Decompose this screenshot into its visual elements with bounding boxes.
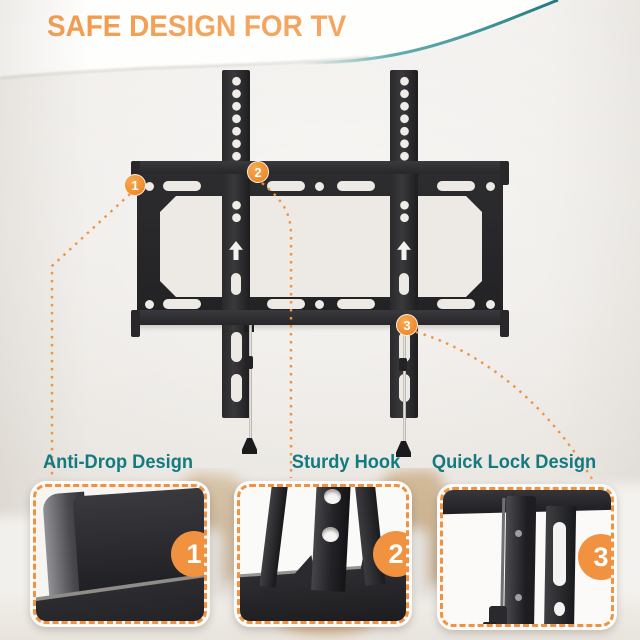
cord-buckle <box>399 358 407 371</box>
plate-slot <box>267 181 305 191</box>
feature-card-quick-lock: 3 <box>437 484 617 630</box>
plate-hole <box>145 181 154 191</box>
card-number-text: 3 <box>593 541 609 572</box>
cord-clasp <box>250 318 254 332</box>
badge-number: 1 <box>131 177 139 193</box>
rail-slot <box>230 332 242 362</box>
plate-top-lip <box>133 161 507 174</box>
feature-card-anti-drop: 1 <box>30 481 210 627</box>
feature-label-sturdy-hook: Sturdy Hook <box>291 452 401 473</box>
plate-slot <box>437 181 475 191</box>
feature-photo-quick-lock: 3 <box>440 487 614 627</box>
plate-slot <box>437 299 475 309</box>
card-number-text: 1 <box>186 538 202 569</box>
card-number-3: 3 <box>578 534 611 580</box>
rail-holes-right-top <box>399 75 409 163</box>
pull-cord-right <box>402 322 406 443</box>
rail-holes-left-mid <box>231 199 241 224</box>
plate-slot <box>337 299 375 309</box>
plate-slot <box>163 299 201 309</box>
plate-end-cap <box>131 310 140 337</box>
rail-slot <box>231 273 241 295</box>
cord-clasp <box>244 318 248 332</box>
rail-slot <box>230 374 242 402</box>
lock-lever <box>489 606 507 624</box>
lock-screw <box>515 594 522 601</box>
hook-hole <box>321 526 340 543</box>
feature-photo-sturdy-hook: 2 <box>237 484 409 624</box>
hook-hole <box>323 488 342 505</box>
plate-slot <box>267 299 305 309</box>
rail-slot <box>399 273 409 295</box>
callout-badge-3: 3 <box>396 314 418 336</box>
badge-number: 3 <box>403 317 411 333</box>
badge-number: 2 <box>254 164 262 180</box>
lock-body <box>503 495 537 624</box>
plate-end-cap <box>500 310 509 337</box>
pull-cord-left <box>248 322 252 440</box>
lock-rail-hole <box>554 602 565 616</box>
rail-holes-left-top <box>231 75 241 163</box>
callout-badge-1: 1 <box>124 174 146 196</box>
plate-bottom-lip <box>133 310 507 325</box>
hook-arm-center <box>311 487 351 592</box>
plate-slot <box>163 181 201 191</box>
card-number-text: 2 <box>388 538 404 569</box>
plate-end-cap <box>131 161 140 185</box>
feature-label-quick-lock: Quick Lock Design <box>431 452 597 473</box>
plate-hole <box>486 181 495 191</box>
feature-photo-anti-drop: 1 <box>33 484 207 624</box>
plate-hole <box>486 299 495 309</box>
plate-hole <box>315 299 324 309</box>
cord-buckle <box>245 356 253 369</box>
cord-tip-right <box>396 441 411 457</box>
callout-badge-2: 2 <box>247 161 269 183</box>
cord-tip-left <box>242 438 257 454</box>
lock-screw <box>515 530 522 537</box>
lock-latch <box>483 622 497 624</box>
plate-hole <box>315 181 324 191</box>
plate-hole <box>145 299 154 309</box>
lock-rail-slot <box>553 522 566 586</box>
plate-slot <box>337 181 375 191</box>
feature-card-sturdy-hook: 2 <box>234 481 412 627</box>
wall-plate-opening <box>160 196 482 297</box>
plate-end-cap <box>500 161 509 185</box>
rail-holes-right-mid <box>399 199 409 224</box>
feature-label-anti-drop: Anti-Drop Design <box>43 452 193 473</box>
